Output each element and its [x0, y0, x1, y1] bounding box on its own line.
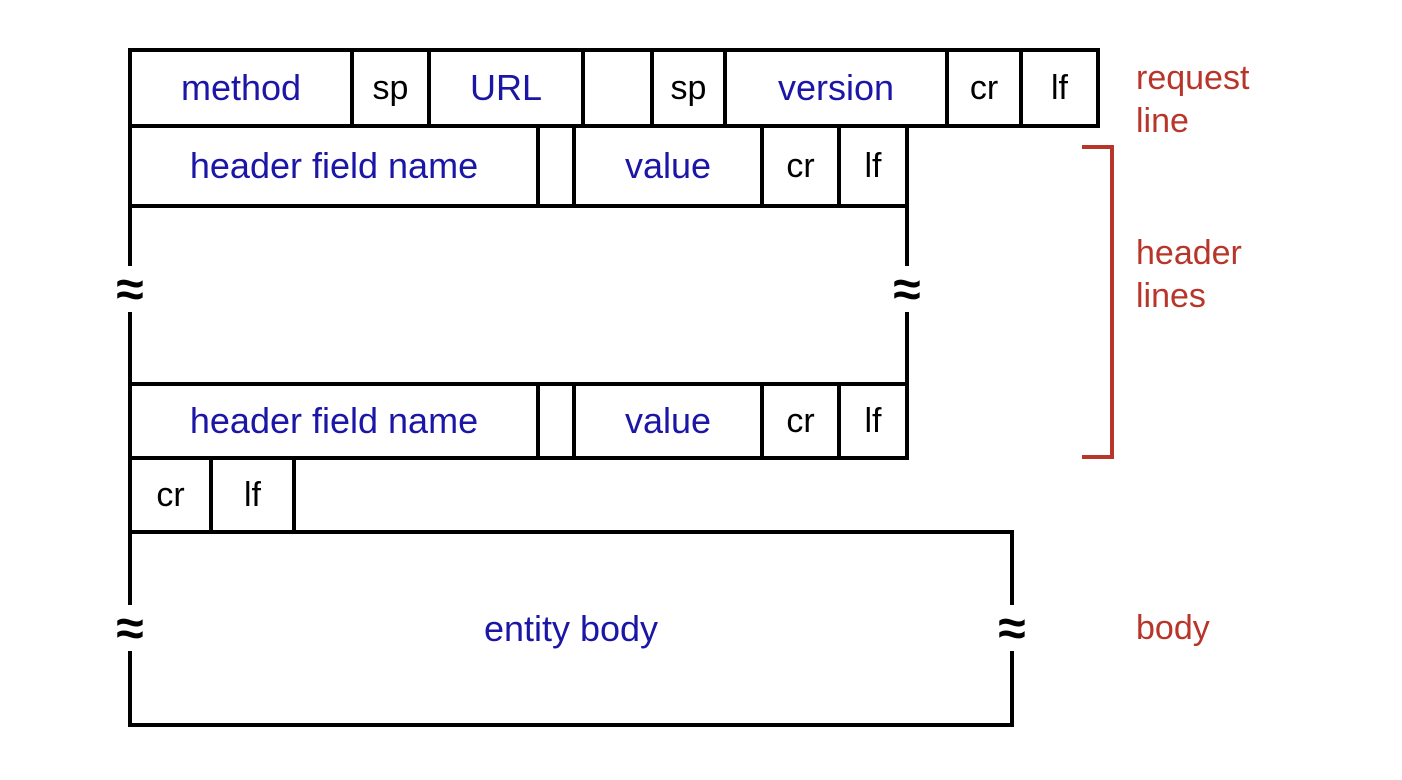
- cell-separator-bottom: [536, 382, 576, 460]
- cell-lf-header-top: lf: [837, 124, 909, 208]
- cell-value-top: value: [572, 124, 764, 208]
- cell-header-field-name-bottom: header field name: [128, 382, 540, 460]
- cell-method: method: [128, 48, 354, 128]
- cell-cr-header-top: cr: [760, 124, 841, 208]
- cell-header-field-name-top: header field name: [128, 124, 540, 208]
- body-label: body: [1136, 609, 1210, 647]
- cell-lf-request: lf: [1019, 48, 1100, 128]
- cell-lf-blank-line: lf: [209, 456, 296, 534]
- request-line-label: request line: [1136, 59, 1250, 140]
- cell-value-bottom: value: [572, 382, 764, 460]
- cell-url: URL: [427, 48, 585, 128]
- header-lines-bracket-top: [1082, 145, 1114, 149]
- cell-lf-header-bottom: lf: [837, 382, 909, 460]
- body-squiggle-right-icon: ≈: [998, 600, 1026, 656]
- header-lines-label: header lines: [1136, 234, 1242, 315]
- cell-cr-blank-line: cr: [128, 456, 213, 534]
- body-squiggle-left-icon: ≈: [116, 600, 144, 656]
- break-squiggle-left-icon: ≈: [116, 261, 144, 317]
- cell-sp-2: sp: [650, 48, 727, 128]
- break-squiggle-right-icon: ≈: [893, 261, 921, 317]
- cell-sp-1: sp: [350, 48, 431, 128]
- cell-cr-request: cr: [945, 48, 1023, 128]
- header-lines-continuation-box: [128, 204, 909, 386]
- header-lines-bracket-bottom: [1082, 455, 1114, 459]
- cell-empty-spacer: [581, 48, 654, 128]
- cell-cr-header-bottom: cr: [760, 382, 841, 460]
- header-lines-bracket: [1110, 145, 1114, 459]
- cell-separator-top: [536, 124, 576, 208]
- cell-version: version: [723, 48, 949, 128]
- entity-body-box: entity body: [128, 530, 1014, 727]
